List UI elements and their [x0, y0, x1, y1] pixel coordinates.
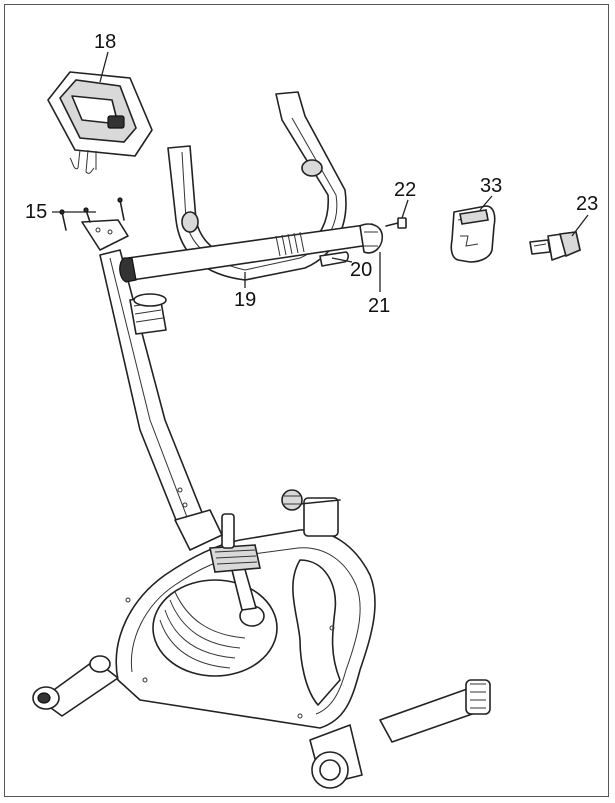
handlebar-stem — [99, 249, 223, 551]
mount-plate — [59, 197, 129, 251]
diagram-frame — [4, 4, 609, 797]
bike-frame — [32, 489, 491, 789]
callout-bolt: 22 — [394, 179, 416, 201]
callout-clamp: 21 — [368, 295, 390, 317]
callout-handlebar: 19 — [234, 289, 256, 311]
callout-cap: 33 — [480, 175, 502, 197]
clamp-part — [359, 223, 384, 254]
leader-lines — [52, 51, 589, 292]
callout-knob: 23 — [576, 193, 598, 215]
handlebar-part — [119, 91, 377, 283]
callout-lever: 20 — [350, 259, 372, 281]
callout-screws: 15 — [25, 201, 47, 223]
callout-console: 18 — [94, 31, 116, 53]
bolt-part — [385, 217, 407, 229]
knob-part — [529, 231, 581, 261]
console-part — [47, 71, 153, 174]
cap-part — [450, 205, 496, 263]
